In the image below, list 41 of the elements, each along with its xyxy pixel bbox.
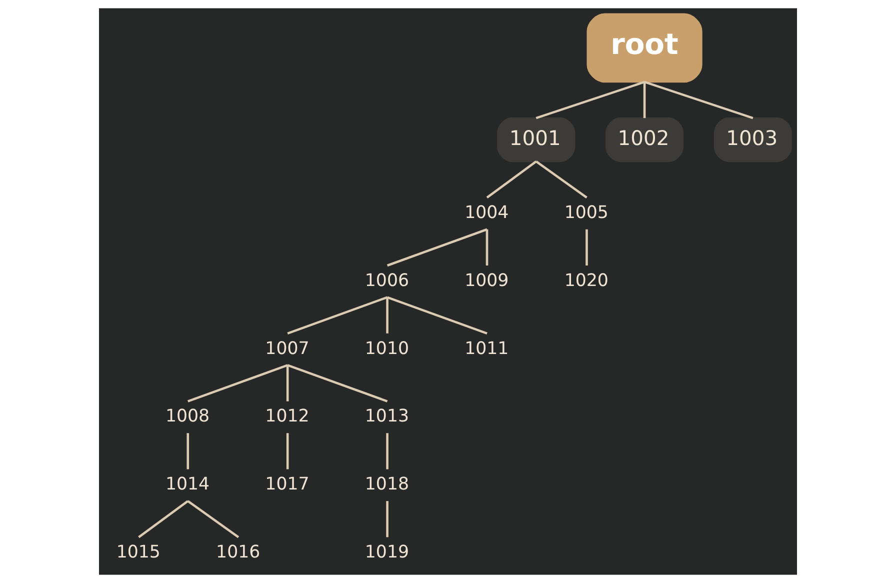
connector [386, 297, 388, 334]
connector [486, 160, 536, 198]
connector [644, 80, 753, 120]
node-text: 1016 [216, 542, 260, 563]
node-text: 1019 [364, 542, 409, 563]
connector [642, 82, 646, 118]
connector [286, 365, 288, 402]
node-text: 1010 [364, 338, 409, 359]
connector [186, 364, 288, 402]
node-text: 1011 [464, 338, 508, 359]
node-text: 1008 [164, 406, 210, 427]
connector [534, 160, 587, 198]
connector [485, 229, 488, 266]
connector [286, 433, 288, 470]
connector [386, 296, 487, 334]
node-text: 1004 [464, 202, 508, 223]
node-text: 1015 [116, 542, 160, 563]
node-text: 1005 [564, 202, 608, 223]
connector [535, 80, 644, 120]
connector [186, 433, 189, 470]
node-box: 1001 [496, 117, 575, 162]
node-text: 1012 [264, 406, 309, 427]
node-text: 1017 [264, 474, 309, 495]
node-text: 1007 [264, 338, 309, 359]
node-box: 1003 [713, 117, 792, 162]
connector [286, 296, 388, 334]
connector [386, 433, 388, 470]
connector [386, 228, 487, 267]
connector [386, 501, 388, 538]
node-text: 1006 [364, 270, 409, 291]
node-box: root [586, 13, 702, 83]
connector [138, 500, 188, 538]
connector [585, 229, 588, 266]
node-text: 1013 [364, 406, 409, 427]
node-text: 1018 [364, 474, 409, 495]
connector [286, 364, 388, 402]
node-box: 1002 [605, 117, 684, 162]
node-text: 1014 [164, 474, 210, 495]
connector [186, 500, 239, 538]
node-text: 1020 [564, 270, 608, 291]
node-text: 1009 [464, 270, 508, 291]
